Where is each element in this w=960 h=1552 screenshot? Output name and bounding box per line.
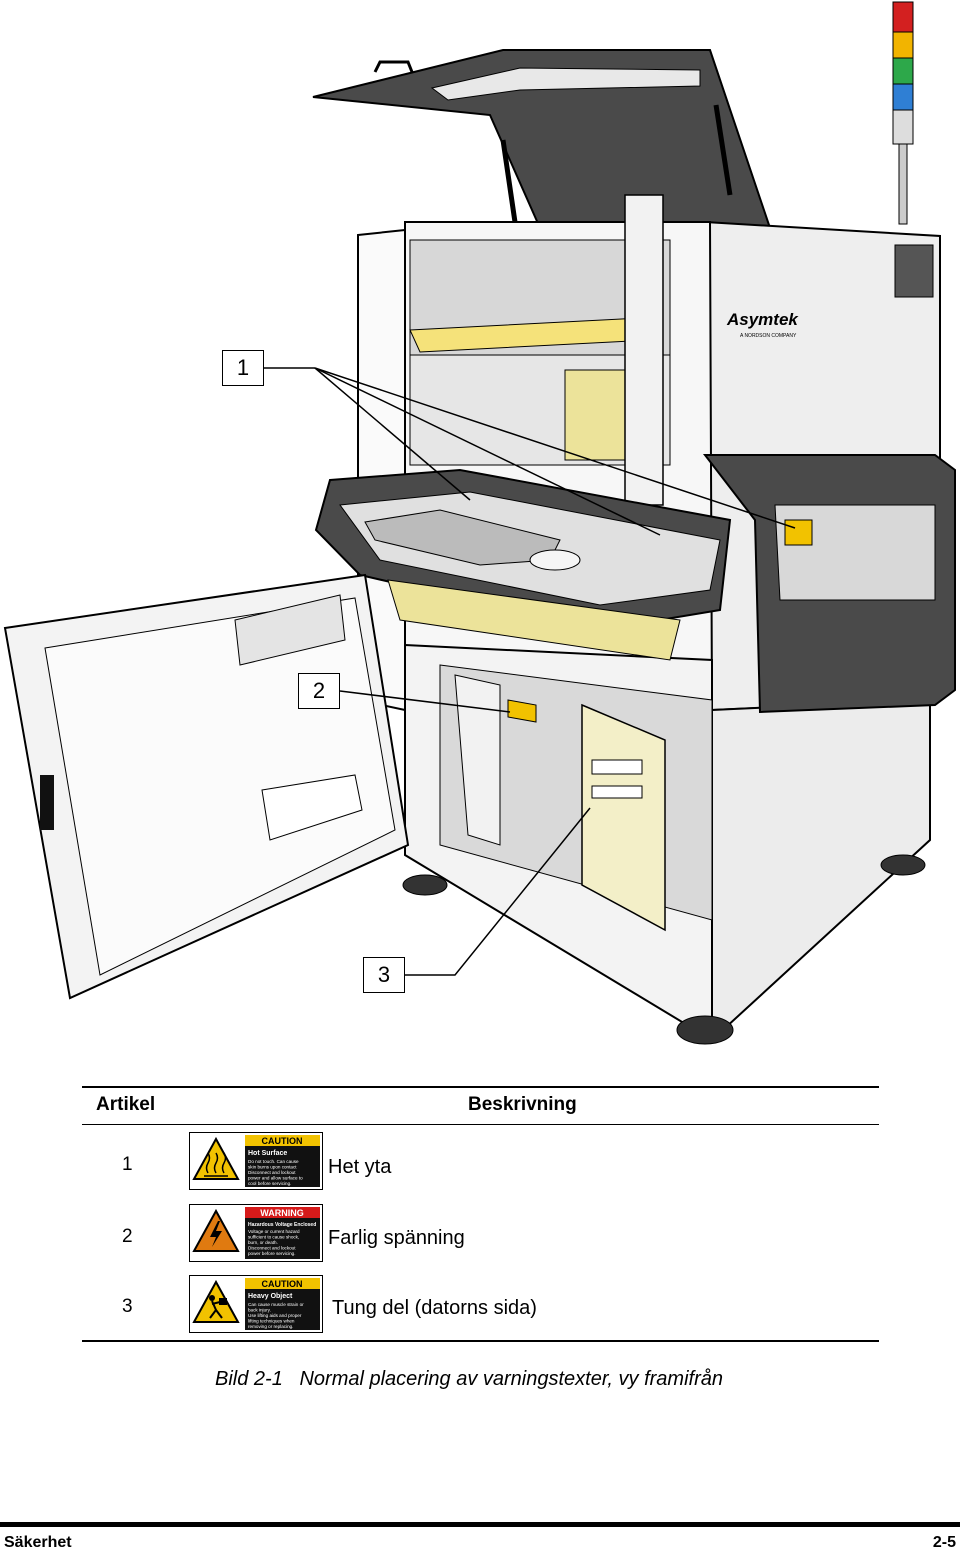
label-hazardous-voltage: WARNING Hazardous Voltage Enclosed Volta…: [189, 1204, 323, 1262]
machine-illustration: Asymtek A NORDSON COMPANY: [3, 1, 956, 1045]
label-2-line-1: Voltage or current hazard: [248, 1229, 300, 1234]
label-3-line-5: removing or replacing.: [248, 1324, 293, 1329]
row-description-2: Farlig spänning: [328, 1227, 465, 1249]
footer-page-number: 2-5: [932, 1534, 956, 1551]
label-3-signal: CAUTION: [262, 1279, 303, 1289]
machine-cabinet: [357, 194, 941, 1043]
label-2-line-5: power before servicing.: [248, 1251, 296, 1256]
label-2-line-4: Disconnect and lockout: [248, 1246, 296, 1251]
label-2-signal: WARNING: [260, 1208, 304, 1218]
row-description-3: Tung del (datorns sida): [332, 1297, 537, 1319]
row-item-1: 1: [122, 1154, 133, 1175]
callout-3: 3: [363, 957, 405, 993]
label-1-signal: CAUTION: [262, 1136, 303, 1146]
callout-leaders: [263, 367, 796, 976]
callout-2: 2: [298, 673, 340, 709]
machine-feet: [402, 854, 926, 1045]
row-item-2: 2: [122, 1226, 133, 1247]
label-1-line-1: Do not touch. Can cause: [248, 1159, 299, 1164]
label-2-title: Hazardous Voltage Enclosed: [248, 1222, 316, 1228]
label-hot-surface: CAUTION Hot Surface Do not touch. Can ca…: [189, 1132, 323, 1190]
row-description-1: Het yta: [328, 1156, 392, 1178]
brand-logo: Asymtek: [726, 310, 799, 329]
label-1-line-5: cool before servicing.: [248, 1181, 291, 1186]
callout-1: 1: [222, 350, 264, 386]
electric-shock-icon: [192, 1208, 240, 1252]
keyboard-tray: [314, 468, 732, 661]
label-2-line-2: sufficient to cause shock,: [248, 1235, 299, 1240]
heavy-object-icon: [192, 1279, 240, 1323]
label-1-line-4: power and allow surface to: [248, 1176, 303, 1181]
label-3-line-4: lifting techniques when: [248, 1319, 295, 1324]
machine-lid: [312, 49, 772, 271]
footer-rule: [0, 1522, 960, 1527]
table-rule-top: [82, 1086, 879, 1088]
label-3-line-3: Use lifting aids and proper: [248, 1313, 302, 1318]
header-description: Beskrivning: [468, 1094, 577, 1115]
table-rule-bottom: [82, 1340, 879, 1342]
brand-subtitle: A NORDSON COMPANY: [740, 333, 797, 339]
cabinet-door: [3, 573, 410, 1000]
label-3-title: Heavy Object: [248, 1293, 293, 1300]
signal-tower: [892, 1, 914, 225]
header-item: Artikel: [96, 1094, 156, 1115]
table-rule-mid: [82, 1124, 879, 1126]
figure-title: Normal placering av varningstexter, vy f…: [299, 1368, 723, 1390]
figure-caption: Bild 2-1 Normal placering av varningstex…: [215, 1368, 723, 1391]
label-heavy-object: CAUTION Heavy Object Can cause muscle st…: [189, 1275, 323, 1333]
label-1-line-2: skin burns upon contact: [248, 1165, 297, 1170]
label-3-line-2: back injury.: [248, 1308, 271, 1313]
label-1-line-3: Disconnect and lockout: [248, 1170, 296, 1175]
label-1-title: Hot Surface: [248, 1150, 287, 1157]
footer-section: Säkerhet: [4, 1534, 72, 1551]
label-3-line-1: Can cause muscle strain or: [248, 1302, 304, 1307]
row-item-3: 3: [122, 1296, 133, 1317]
hot-surface-icon: [192, 1136, 240, 1180]
figure-number: Bild 2-1: [215, 1368, 283, 1390]
label-2-line-3: burn, or death.: [248, 1240, 278, 1245]
